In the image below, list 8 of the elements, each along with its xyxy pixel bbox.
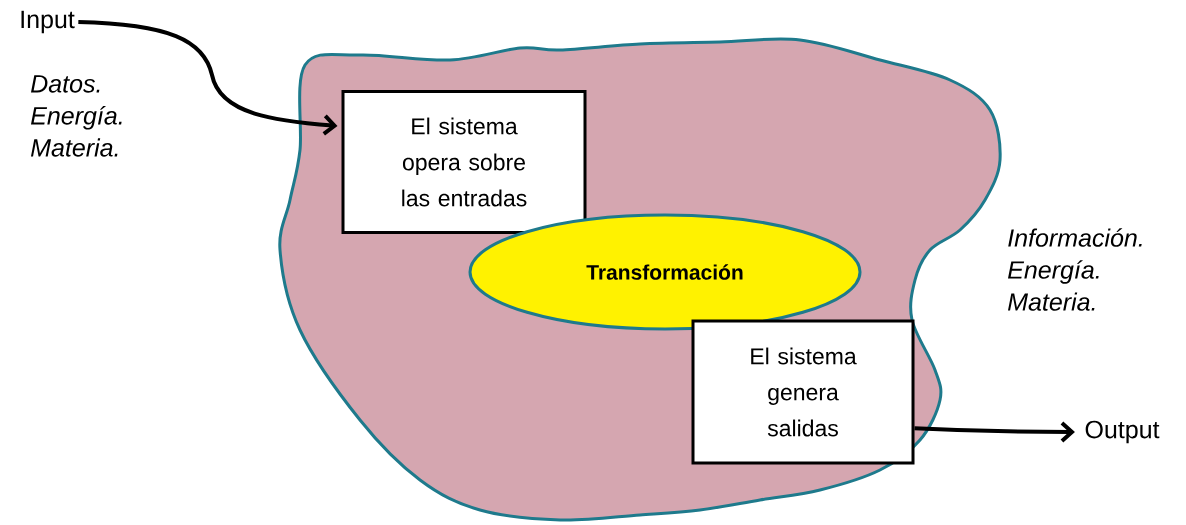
process-box: El sistema genera salidas: [691, 319, 915, 465]
arrow: [78, 20, 338, 136]
process-box: El sistema opera sobre las entradas: [341, 90, 587, 234]
io-label: Output: [1085, 420, 1160, 444]
note-text: Datos. Energía. Materia.: [30, 75, 122, 157]
note-text: Información. Energía. Materia.: [1008, 228, 1142, 311]
io-label: Input: [21, 10, 75, 34]
arrow: [914, 421, 1075, 443]
